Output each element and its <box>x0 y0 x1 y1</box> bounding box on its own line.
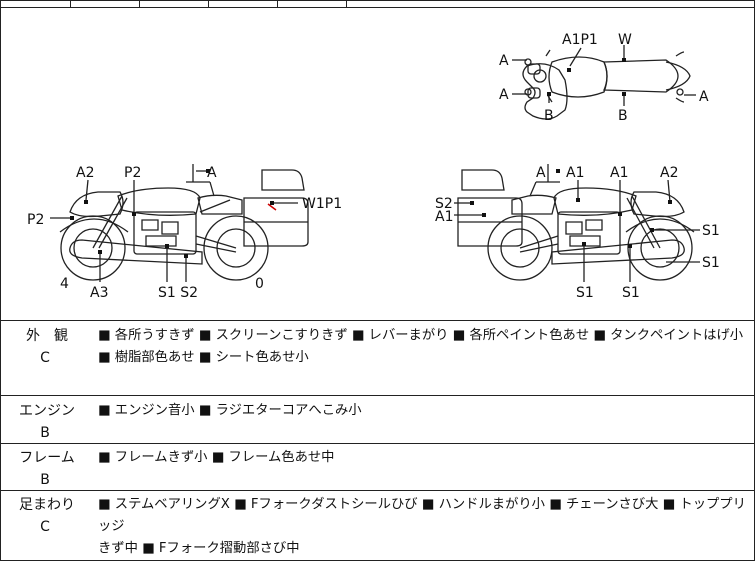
category-name: 足まわり <box>19 497 75 513</box>
label-right-s1-upper: S1 <box>702 223 720 239</box>
row-exterior: 外 観 C ■ 各所うすきず ■ スクリーンこすりきず ■ レバーまがり ■ 各… <box>0 325 755 395</box>
label-right-s1-bottom-1: S1 <box>576 285 594 301</box>
category-grade: B <box>40 472 50 488</box>
label-left-s1s2: S1 S2 <box>158 285 198 301</box>
label-right-a1-side: A1 <box>435 209 453 225</box>
label-top-a-lower: A <box>499 87 509 103</box>
label-top-b-right: B <box>618 108 628 124</box>
category-cell: 足まわり C <box>0 494 90 538</box>
category-name: フレーム <box>19 450 75 466</box>
category-cell: エンジン B <box>0 400 90 444</box>
note-line: ■ エンジン音小 ■ ラジエターコアへこみ小 <box>98 403 362 418</box>
condition-notes: ■ 各所うすきず ■ スクリーンこすりきず ■ レバーまがり ■ 各所ペイント色… <box>98 325 746 369</box>
label-left-a2: A2 <box>76 165 94 181</box>
label-left-a: A <box>207 165 217 181</box>
condition-notes: ■ エンジン音小 ■ ラジエターコアへこみ小 <box>98 400 746 422</box>
condition-notes: ■ フレームきず小 ■ フレーム色あせ中 <box>98 447 746 469</box>
note-line: きず中 ■ Fフォーク摺動部さび中 <box>98 541 300 556</box>
label-left-p2-side: P2 <box>27 212 44 228</box>
row-frame: フレーム B ■ フレームきず小 ■ フレーム色あせ中 <box>0 447 755 492</box>
row-engine: エンジン B ■ エンジン音小 ■ ラジエターコアへこみ小 <box>0 400 755 445</box>
left-side-markers <box>70 169 274 258</box>
label-left-4: 4 <box>60 276 69 292</box>
label-left-0: 0 <box>255 276 264 292</box>
category-cell: フレーム B <box>0 447 90 491</box>
label-top-w: W <box>618 32 632 48</box>
category-grade: B <box>40 425 50 441</box>
label-right-s2: S2 <box>435 196 453 212</box>
label-left-a3: A3 <box>90 285 108 301</box>
condition-notes: ■ ステムベアリングX ■ Fフォークダストシールひび ■ ハンドルまがり小 ■… <box>98 494 746 560</box>
category-grade: C <box>40 350 50 366</box>
label-top-b-left: B <box>544 108 554 124</box>
note-line: ■ 各所うすきず ■ スクリーンこすりきず ■ レバーまがり ■ 各所ペイント色… <box>98 328 744 343</box>
label-right-s1-bottom-2: S1 <box>622 285 640 301</box>
label-right-s1-lower: S1 <box>702 255 720 271</box>
note-line: ■ フレームきず小 ■ フレーム色あせ中 <box>98 450 335 465</box>
label-left-w1p1: W1P1 <box>302 196 342 212</box>
label-right-a1-2: A1 <box>610 165 628 181</box>
left-side-motorcycle <box>50 164 309 282</box>
row-suspension: 足まわり C ■ ステムベアリングX ■ Fフォークダストシールひび ■ ハンド… <box>0 494 755 556</box>
top-view-motorcycle <box>512 45 696 120</box>
category-name: 外 観 <box>26 328 68 344</box>
category-cell: 外 観 C <box>0 325 90 369</box>
condition-table: 外 観 C ■ 各所うすきず ■ スクリーンこすりきず ■ レバーまがり ■ 各… <box>0 320 755 561</box>
note-line: ■ ステムベアリングX ■ Fフォークダストシールひび ■ ハンドルまがり小 ■… <box>98 497 746 534</box>
label-top-a-right: A <box>699 89 709 105</box>
damage-diagram: A1P1 W A A A B B <box>27 32 720 301</box>
right-side-markers <box>470 169 672 248</box>
label-top-a-upper: A <box>499 53 509 69</box>
category-name: エンジン <box>19 403 75 419</box>
label-right-a: A <box>536 165 546 181</box>
label-right-a1-1: A1 <box>566 165 584 181</box>
label-top-a1p1: A1P1 <box>562 32 598 48</box>
label-right-a2: A2 <box>660 165 678 181</box>
top-view-markers <box>547 58 626 96</box>
category-grade: C <box>40 519 50 535</box>
left-side-red-mark <box>267 203 277 211</box>
label-left-p2: P2 <box>124 165 141 181</box>
note-line: ■ 樹脂部色あせ ■ シート色あせ小 <box>98 350 309 365</box>
right-side-motorcycle <box>454 164 700 282</box>
